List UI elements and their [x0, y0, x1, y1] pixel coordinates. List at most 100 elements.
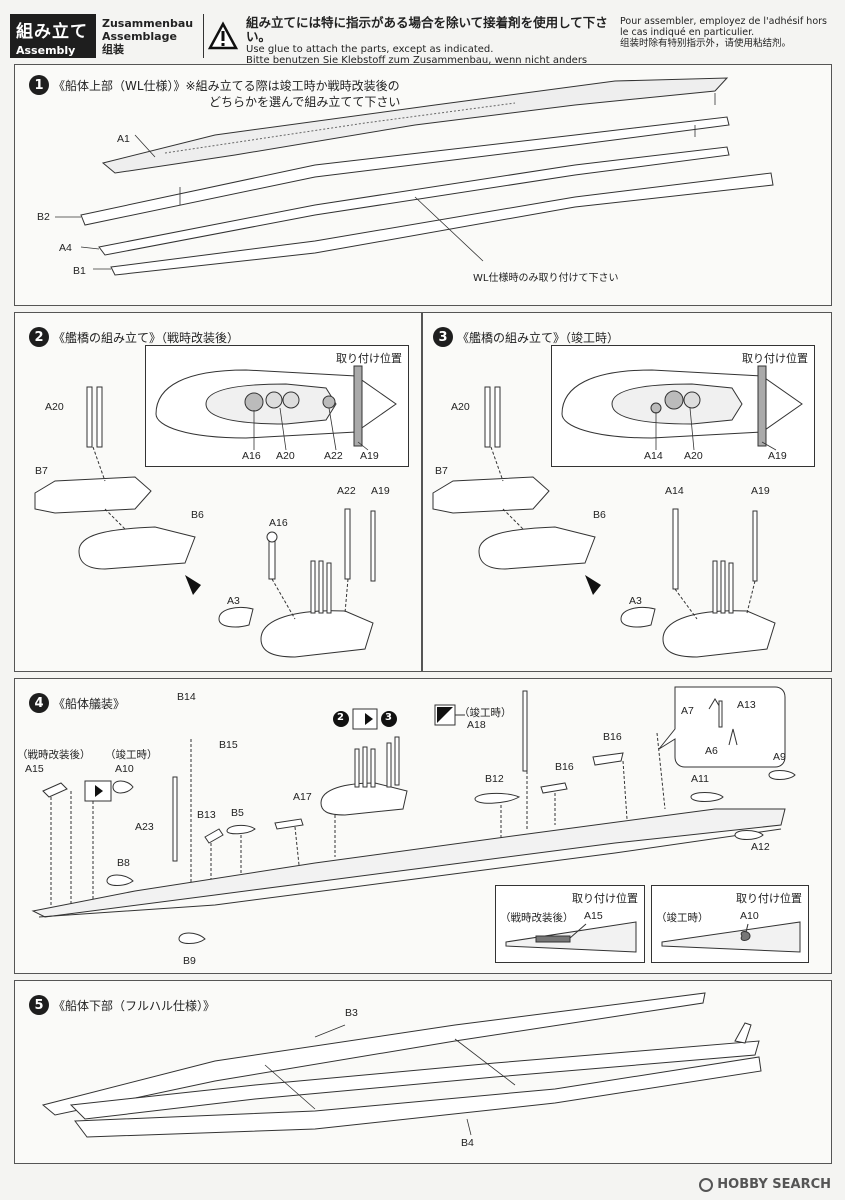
part-label: B7 [435, 465, 448, 477]
step2-bridge-drawing [34, 386, 376, 658]
watermark-logo-icon [699, 1177, 714, 1192]
watermark: HOBBY SEARCH [699, 1177, 831, 1192]
part-label: B12 [485, 773, 504, 785]
part-label: A16 [269, 517, 288, 529]
part-label: B16 [603, 731, 622, 743]
part-label: A14 [665, 485, 684, 497]
step1-title: 1 《船体上部（WL仕様）》※組み立てる際は竣工時か戦時改装後の [29, 75, 400, 95]
early-position-drawing [661, 921, 801, 953]
part-label: B13 [197, 809, 216, 821]
part-label: B1 [73, 265, 86, 277]
step1-hull-drawing [55, 77, 774, 276]
part-label: B14 [177, 691, 196, 703]
part-label: A13 [737, 699, 756, 711]
position-label: A19 [360, 450, 379, 462]
step5-number: 5 [29, 995, 49, 1015]
step4-title-text: 《船体艤装》 [53, 696, 126, 711]
part-label: B2 [37, 211, 50, 223]
step1-note: WL仕様時のみ取り付けて下さい [473, 273, 619, 284]
part-label: A23 [135, 821, 154, 833]
part-label: A20 [451, 401, 470, 413]
position-label: A22 [324, 450, 343, 462]
part-label: B15 [219, 739, 238, 751]
step4-position-title-a: 取り付け位置 [572, 892, 638, 905]
part-label: A9 [773, 751, 786, 763]
part-label: B3 [345, 1007, 358, 1019]
step3-position-box: 取り付け位置 A14 A20 A19 [551, 345, 815, 467]
step4-outfitting-drawing [31, 686, 796, 944]
header-title-fr: Assemblage [102, 30, 177, 43]
bridge-position-drawing [561, 365, 803, 451]
position-label: A19 [768, 450, 787, 462]
glue-jp: 組み立てには特に指示がある場合を除いて接着剤を使用して下さい。 [246, 15, 608, 44]
part-label: A6 [705, 745, 718, 757]
part-label: B16 [555, 761, 574, 773]
step3-position-title: 取り付け位置 [742, 352, 808, 365]
part-label: A18 [467, 719, 486, 731]
step3-title-text: 《艦橋の組み立て》（竣工時） [457, 330, 620, 345]
part-label: B4 [461, 1137, 474, 1149]
glue-instruction-block-2: Pour assembler, employez de l'adhésif ho… [612, 14, 832, 58]
part-label: A22 [337, 485, 356, 497]
part-label: B5 [231, 807, 244, 819]
position-label: A20 [276, 450, 295, 462]
step4-late-label: （戦時改装後） [17, 749, 91, 761]
step3-ref: 3 [385, 712, 392, 723]
glue-fr-1: Pour assembler, employez de l'adhésif ho… [620, 16, 827, 27]
step4-position-late: （戦時改装後） [500, 912, 574, 924]
step2-position-box: 取り付け位置 A16 A20 A22 A19 [145, 345, 409, 467]
part-label: A11 [691, 773, 709, 785]
position-label: A16 [242, 450, 261, 462]
warning-triangle-icon [204, 14, 242, 58]
position-label: A20 [684, 450, 703, 462]
step2-title-text: 《艦橋の組み立て》（戦時改装後） [53, 330, 240, 345]
step5-title-text: 《船体下部（フルハル仕様）》 [53, 998, 216, 1013]
step1-title-line1: 《船体上部（WL仕様）》※組み立てる際は竣工時か戦時改装後の [53, 78, 400, 93]
step5-lower-hull-drawing [41, 992, 762, 1138]
position-label: A10 [740, 910, 759, 922]
part-label: A1 [117, 133, 130, 145]
step4-panel: 4 《船体艤装》 [14, 678, 832, 974]
step1-panel: 1 《船体上部（WL仕様）》※組み立てる際は竣工時か戦時改装後の どちらかを選ん… [14, 64, 832, 306]
part-label: B8 [117, 857, 130, 869]
position-label: A15 [584, 910, 603, 922]
header-title-de: Zusammenbau [102, 17, 194, 30]
step5-panel: 5 《船体下部（フルハル仕様）》 B3 B4 [14, 980, 832, 1164]
step2-ref: 2 [337, 712, 344, 723]
step4-position-early: （竣工時） [656, 912, 709, 924]
step3-title: 3 《艦橋の組み立て》（竣工時） [433, 327, 619, 347]
glue-en: Use glue to attach the parts, except as … [246, 44, 494, 55]
part-label: A20 [45, 401, 64, 413]
header-title-cn: 组装 [102, 43, 124, 56]
step4-position-box-early: 取り付け位置 （竣工時） A10 [651, 885, 809, 963]
step3-bridge-drawing [432, 386, 776, 658]
step2-number: 2 [29, 327, 49, 347]
header-title-block: 組み立て Assembly [10, 14, 96, 58]
step4-number: 4 [29, 693, 49, 713]
step4-title: 4 《船体艤装》 [29, 693, 125, 713]
part-label: A4 [59, 242, 72, 254]
part-label: A15 [25, 763, 44, 775]
part-label: A19 [751, 485, 770, 497]
part-label: A7 [681, 705, 694, 717]
part-label: A19 [371, 485, 390, 497]
assembly-header: 組み立て Assembly Zusammenbau Assemblage 组装 … [10, 14, 832, 78]
glue-cn: 组装时除有特别指示外，请使用粘结剂。 [620, 38, 792, 49]
step2-position-title: 取り付け位置 [336, 352, 402, 365]
step1-title-line2: どちらかを選んで組み立てて下さい [209, 95, 401, 109]
part-label: B6 [593, 509, 606, 521]
late-position-drawing [505, 921, 637, 953]
part-label: B6 [191, 509, 204, 521]
step2-panel: 2 《艦橋の組み立て》（戦時改装後） 取り付け位置 A16 A20 A22 A1… [14, 312, 422, 672]
step5-title: 5 《船体下部（フルハル仕様）》 [29, 995, 215, 1015]
step3-number: 3 [433, 327, 453, 347]
step4-early-label-2: （竣工時） [459, 707, 512, 719]
part-label: B7 [35, 465, 48, 477]
part-label: A12 [751, 841, 770, 853]
step1-number: 1 [29, 75, 49, 95]
glue-instruction-block: 組み立てには特に指示がある場合を除いて接着剤を使用して下さい。 Use glue… [242, 14, 612, 78]
step4-position-title-b: 取り付け位置 [736, 892, 802, 905]
bridge-position-drawing [155, 365, 397, 451]
part-label: A3 [629, 595, 642, 607]
header-title-jp: 組み立て [16, 22, 88, 42]
